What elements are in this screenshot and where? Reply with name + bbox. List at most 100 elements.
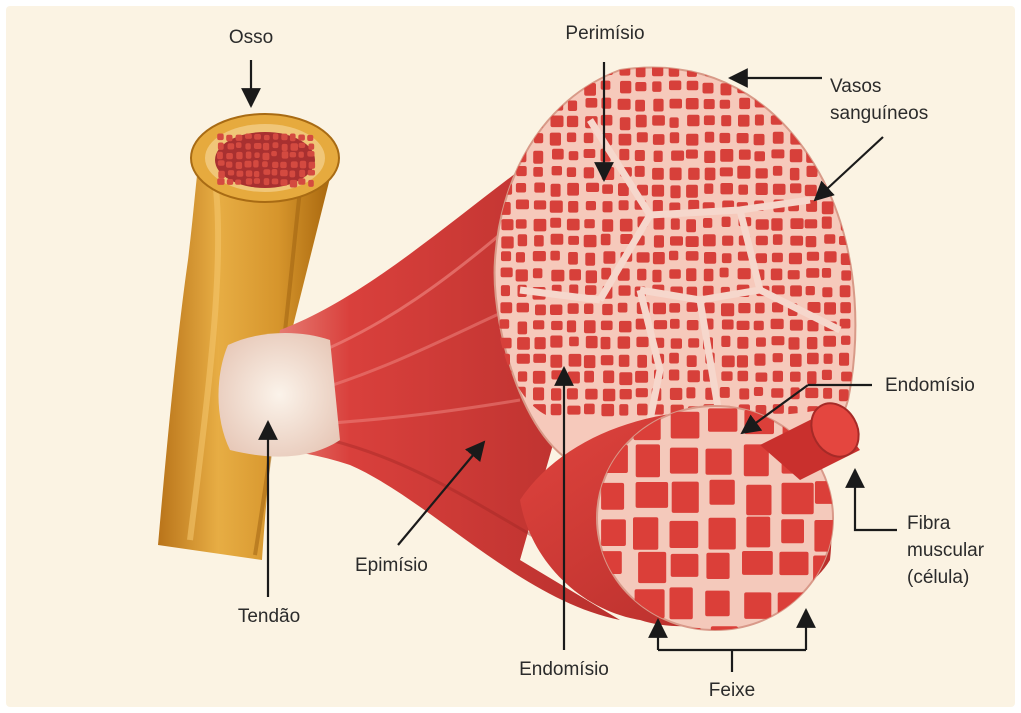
fiber-texture	[670, 117, 679, 128]
fiber-texture	[245, 143, 250, 149]
fiber-texture	[822, 268, 831, 278]
fiber-texture	[603, 389, 615, 402]
fiber-texture	[551, 116, 564, 128]
fiber-texture	[721, 336, 730, 347]
fiber-texture	[533, 167, 543, 177]
fiber-texture	[737, 321, 750, 330]
fiber-texture	[807, 337, 818, 349]
fiber-texture	[688, 370, 700, 382]
fiber-texture	[281, 179, 288, 186]
fiber-texture	[738, 115, 750, 127]
fiber-texture	[516, 200, 529, 210]
fiber-texture	[217, 178, 224, 185]
fiber-texture	[290, 180, 297, 188]
fiber-texture	[773, 234, 783, 245]
fiber-texture	[552, 149, 564, 160]
fiber-texture	[686, 268, 696, 281]
fiber-texture	[670, 168, 682, 181]
fiber-texture	[637, 404, 648, 416]
fiber-texture	[307, 135, 313, 141]
fiber-texture	[669, 269, 681, 279]
fiber-texture	[824, 251, 836, 262]
fiber-texture	[569, 151, 579, 160]
fiber-texture	[721, 371, 732, 381]
fiber-texture	[585, 285, 596, 295]
fiber-texture	[569, 337, 579, 347]
fiber-texture	[569, 354, 582, 367]
fiber-texture	[704, 252, 716, 264]
fiber-texture	[291, 161, 298, 168]
fiber-texture	[636, 115, 647, 128]
fiber-texture	[569, 269, 581, 280]
fiber-texture	[738, 268, 751, 279]
fiber-texture	[518, 371, 527, 381]
fiber-texture	[253, 160, 258, 167]
fiber-texture	[567, 219, 580, 231]
fiber-texture	[501, 251, 511, 261]
fiber-texture	[535, 337, 546, 349]
fiber-texture	[805, 219, 818, 228]
fiber-texture	[236, 152, 242, 159]
fiber-texture	[550, 305, 562, 316]
fiber-texture	[551, 184, 561, 197]
fiber-texture	[654, 320, 667, 329]
fiber-texture	[551, 234, 564, 245]
fiber-texture	[550, 251, 560, 261]
fiber-texture	[807, 371, 816, 384]
fiber-texture	[738, 303, 750, 313]
fiber-texture	[737, 166, 750, 179]
fiber-texture	[705, 168, 716, 181]
fiber-texture	[273, 133, 279, 139]
fiber-texture	[254, 178, 260, 184]
fiber-texture	[551, 370, 564, 379]
label-epimisio: Epimísio	[355, 554, 428, 577]
fiber-texture	[790, 354, 802, 367]
fiber-texture	[516, 269, 528, 281]
fiber-texture	[637, 355, 647, 368]
fiber-texture	[246, 152, 252, 159]
fiber-texture	[671, 218, 680, 229]
fiber-texture	[254, 134, 261, 140]
label-fibra-line1: Fibra	[907, 512, 950, 535]
fiber-texture	[290, 152, 297, 157]
fiber-texture	[773, 166, 782, 176]
fiber-texture	[601, 337, 611, 349]
fiber-texture	[704, 115, 715, 125]
fiber-texture	[841, 336, 850, 345]
fiber-texture	[533, 387, 544, 400]
fiber-texture	[822, 217, 832, 229]
fiber-texture	[264, 178, 270, 185]
fiber-texture	[601, 483, 624, 510]
fiber-texture	[264, 135, 270, 140]
fiber-texture	[501, 268, 513, 278]
fiber-texture	[518, 322, 528, 335]
fiber-texture	[584, 167, 594, 178]
fiber-texture	[671, 412, 700, 439]
fiber-texture	[237, 171, 244, 177]
fiber-texture	[620, 389, 632, 399]
fiber-texture	[788, 270, 800, 279]
fiber-texture	[533, 371, 546, 384]
fiber-texture	[742, 551, 773, 575]
label-vasos-line2: sanguíneos	[830, 102, 928, 125]
fiber-texture	[585, 389, 597, 400]
fiber-texture	[739, 388, 749, 399]
fiber-texture	[246, 170, 253, 176]
fiber-texture	[670, 587, 693, 619]
fiber-texture	[263, 153, 270, 160]
fiber-texture	[635, 100, 645, 112]
fiber-texture	[228, 170, 234, 175]
fiber-texture	[568, 252, 578, 265]
fiber-texture	[550, 133, 561, 146]
fiber-texture	[688, 168, 699, 180]
label-osso: Osso	[221, 26, 281, 49]
fiber-texture	[671, 151, 684, 161]
fiber-texture	[771, 269, 783, 281]
fiber-texture	[790, 236, 803, 246]
fiber-texture	[756, 168, 768, 178]
fiber-texture	[781, 519, 804, 543]
fiber-texture	[756, 219, 769, 230]
fiber-texture	[805, 185, 817, 196]
fiber-texture	[652, 81, 661, 92]
fiber-texture	[708, 408, 737, 431]
